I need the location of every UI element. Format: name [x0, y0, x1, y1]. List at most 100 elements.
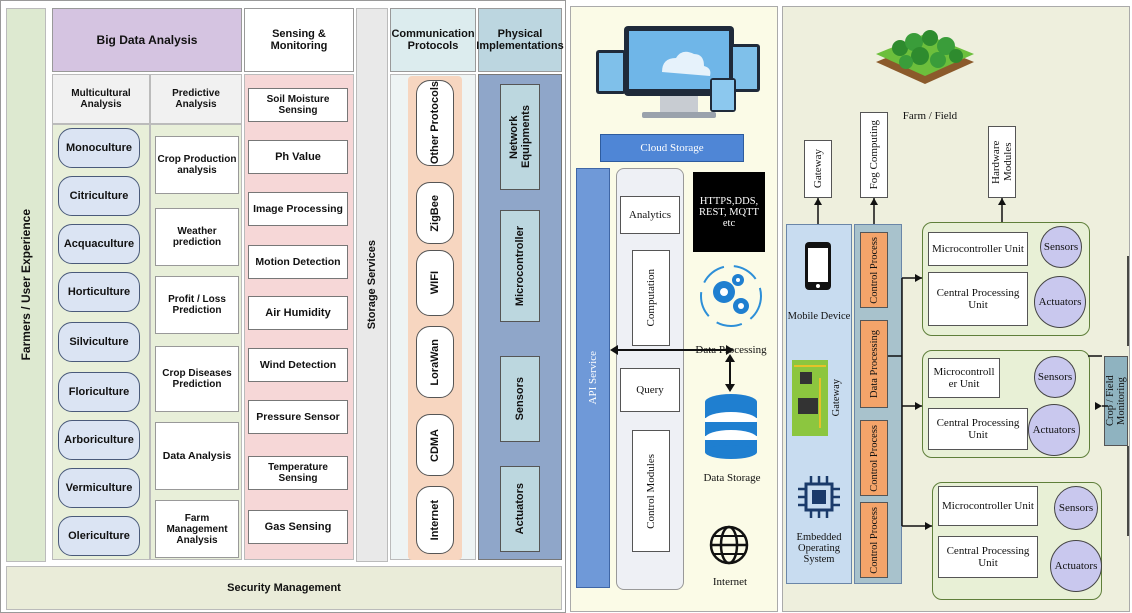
control-process-1: Control Process [860, 232, 888, 308]
prediction-label: Profit / Loss Prediction [168, 294, 226, 316]
cloud-computer-icon [596, 26, 760, 118]
farmers-column: Farmers / User Experience [6, 8, 46, 562]
physical-label: Microcontroller [514, 225, 526, 307]
culture-olericulture: Olericulture [58, 516, 140, 556]
protocol-wifi: WIFI [416, 250, 454, 316]
farm-field-label: Farm / Field [902, 110, 958, 122]
database-icon [705, 394, 757, 459]
protocol-label: ZigBee [429, 194, 441, 232]
prediction-crop-diseases: Crop Diseases Prediction [155, 346, 239, 412]
microcontroller-unit-label: Microcontroll er Unit [933, 366, 995, 390]
control-modules-box: Control Modules [632, 430, 670, 552]
gateway-top-box: Gateway [804, 140, 832, 198]
internet-text: Internet [700, 574, 760, 590]
culture-label: Citriculture [69, 190, 129, 202]
sensor-label: Image Processing [253, 203, 343, 215]
physical-sensors: Sensors [500, 356, 540, 442]
culture-floriculture: Floriculture [58, 372, 140, 412]
protocols-label: HTTPS,DDS, REST, MQTT etc [699, 195, 759, 229]
culture-label: Olericulture [68, 530, 130, 542]
analytics-label: Analytics [628, 209, 672, 221]
culture-arboriculture: Arboriculture [58, 420, 140, 460]
sensor-air-humidity: Air Humidity [248, 296, 348, 330]
protocol-label: CDMA [429, 428, 441, 462]
security-bar: Security Management [6, 566, 562, 610]
hardware-modules-box: Hardware Modules [988, 126, 1016, 198]
sensor-label: Gas Sensing [264, 521, 332, 533]
sensing-header: Sensing & Monitoring [244, 8, 354, 72]
gateway-top-label: Gateway [812, 149, 824, 189]
embedded-os-label: Embedded Operating System [796, 531, 842, 565]
cpu-1: Central Processing Unit [928, 272, 1028, 326]
chip-icon [798, 476, 840, 518]
microcontroller-unit-2: Microcontroll er Unit [928, 358, 1000, 398]
sensor-pressure: Pressure Sensor [248, 400, 348, 434]
sensors-3: Sensors [1054, 486, 1098, 530]
control-process-3: Control Process [860, 502, 888, 578]
cpu-3: Central Processing Unit [938, 536, 1038, 578]
predictive-label: Predictive Analysis [172, 88, 220, 110]
farmers-label: Farmers / User Experience [19, 209, 33, 361]
fog-computing-box: Fog Computing [860, 112, 888, 198]
protocols-box: HTTPS,DDS, REST, MQTT etc [693, 172, 765, 252]
culture-citriculture: Citriculture [58, 176, 140, 216]
big-data-header: Big Data Analysis [52, 8, 242, 72]
sensors-1: Sensors [1040, 226, 1082, 268]
mobile-phone-icon [805, 242, 831, 290]
prediction-farm-management: Farm Management Analysis [155, 500, 239, 558]
api-service-label: API Service [587, 351, 599, 405]
sensor-label: Pressure Sensor [256, 411, 340, 423]
sensor-label: Air Humidity [265, 307, 331, 319]
physical-header: Physical Implementations [476, 8, 564, 72]
sensor-label: Soil Moisture Sensing [266, 94, 330, 116]
microcontroller-unit-3: Microcontroller Unit [938, 486, 1038, 526]
microcontroller-unit-label: Microcontroller Unit [932, 243, 1024, 255]
sensor-label: Ph Value [275, 151, 321, 163]
sensors-label: Sensors [1043, 241, 1079, 253]
physical-label: Network Equipments [508, 105, 532, 169]
prediction-label: Crop Diseases Prediction [162, 368, 232, 390]
culture-monoculture: Monoculture [58, 128, 140, 168]
protocol-lorawan: LoraWan [416, 326, 454, 398]
sensor-ph-value: Ph Value [248, 140, 348, 174]
big-data-label: Big Data Analysis [96, 33, 198, 47]
multicultural-label: Multicultural Analysis [71, 88, 131, 110]
actuators-label: Actuators [1038, 296, 1082, 308]
culture-vermiculture: Vermiculture [58, 468, 140, 508]
computation-label: Computation [645, 269, 657, 327]
fog-computing-label: Fog Computing [868, 120, 880, 190]
protocol-cdma: CDMA [416, 414, 454, 476]
storage-column: Storage Services [356, 8, 388, 562]
culture-silviculture: Silviculture [58, 322, 140, 362]
physical-actuators: Actuators [500, 466, 540, 552]
sensor-temperature: Temperature Sensing [248, 456, 348, 490]
query-box: Query [620, 368, 680, 412]
microcontroller-unit-1: Microcontroller Unit [928, 232, 1028, 266]
cloud-storage-label: Cloud Storage [640, 142, 704, 154]
forest-icon [876, 30, 974, 84]
gears-icon [700, 265, 762, 327]
mobile-device-label: Mobile Device [787, 310, 851, 322]
control-modules-label: Control Modules [645, 453, 657, 529]
sensor-wind-detection: Wind Detection [248, 348, 348, 382]
culture-label: Vermiculture [65, 482, 133, 494]
prediction-label: Weather prediction [172, 226, 222, 248]
sensors-2: Sensors [1034, 356, 1076, 398]
cpu-label: Central Processing Unit [946, 545, 1030, 569]
sensor-label: Wind Detection [259, 359, 337, 371]
prediction-crop-production: Crop Production analysis [155, 136, 239, 194]
cpu-2: Central Processing Unit [928, 408, 1028, 450]
sensor-label: Temperature Sensing [268, 462, 328, 484]
culture-label: Floriculture [68, 386, 130, 398]
right-connectors [814, 198, 1129, 536]
microcontroller-unit-label: Microcontroller Unit [942, 500, 1034, 512]
protocol-label: Internet [429, 499, 441, 541]
prediction-label: Crop Production analysis [157, 154, 237, 176]
middle-arrows [610, 345, 735, 392]
actuators-3: Actuators [1050, 540, 1102, 592]
multicultural-header: Multicultural Analysis [52, 74, 150, 124]
culture-label: Silviculture [69, 336, 129, 348]
cpu-label: Central Processing Unit [936, 287, 1020, 311]
globe-icon [709, 525, 749, 565]
storage-label: Storage Services [366, 240, 378, 330]
